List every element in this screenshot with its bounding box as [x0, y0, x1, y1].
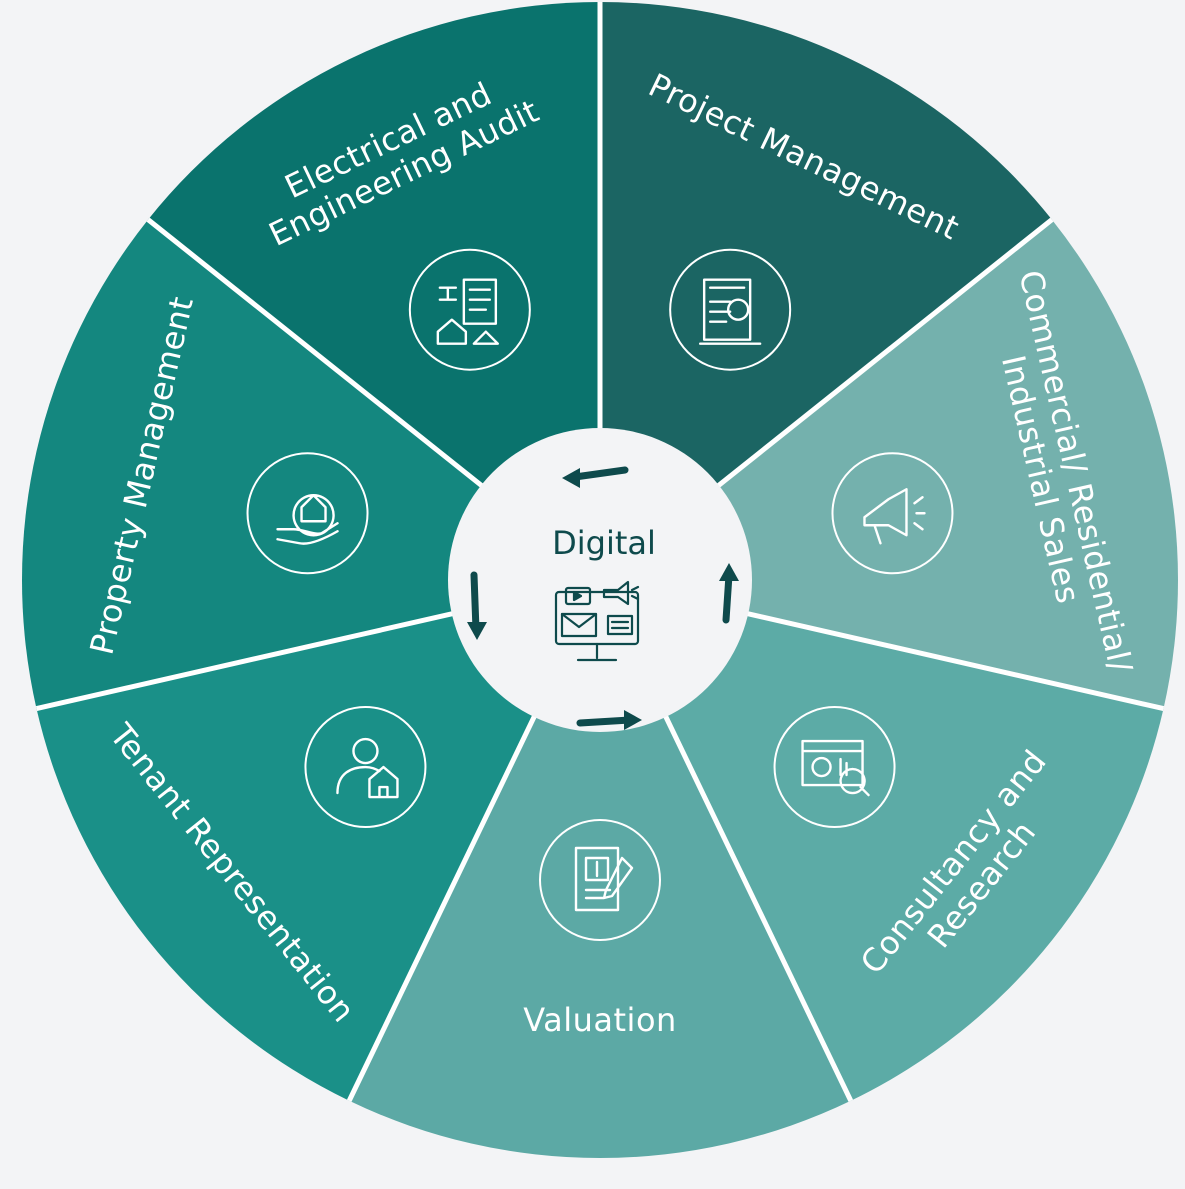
- center-label: Digital: [552, 524, 656, 562]
- center-hub: Digital: [448, 428, 752, 732]
- cycle-arrowheads: [467, 468, 739, 730]
- segment-tenant-representation: [36, 580, 601, 1101]
- segment-label-line: Valuation: [523, 1001, 677, 1039]
- icons-layer: [246, 248, 954, 941]
- segment-valuation: [349, 580, 851, 1158]
- project-document-icon: [669, 248, 792, 371]
- digital-marketing-monitor-icon: [554, 580, 640, 662]
- cycle-arrow-right: [722, 571, 733, 624]
- megaphone-icon: [831, 452, 954, 575]
- audit-circuit-house-icon: [408, 248, 531, 371]
- analytics-magnifier-icon: [773, 706, 896, 829]
- hand-house-icon: [246, 452, 369, 575]
- segment-label-valuation: Valuation: [523, 1001, 677, 1039]
- cycle-arrow-top: [571, 466, 629, 481]
- cycle-arrow-left: [470, 571, 480, 634]
- dollar-document-icon: [539, 819, 661, 941]
- segment-project-management: [600, 2, 1052, 580]
- center-circle: [448, 428, 752, 732]
- segment-audit: [148, 2, 600, 580]
- segment-consultancy: [600, 580, 1164, 1101]
- cycle-arrow-bottom: [576, 716, 634, 727]
- cycle-arrows: [470, 466, 733, 727]
- person-house-icon: [304, 706, 427, 829]
